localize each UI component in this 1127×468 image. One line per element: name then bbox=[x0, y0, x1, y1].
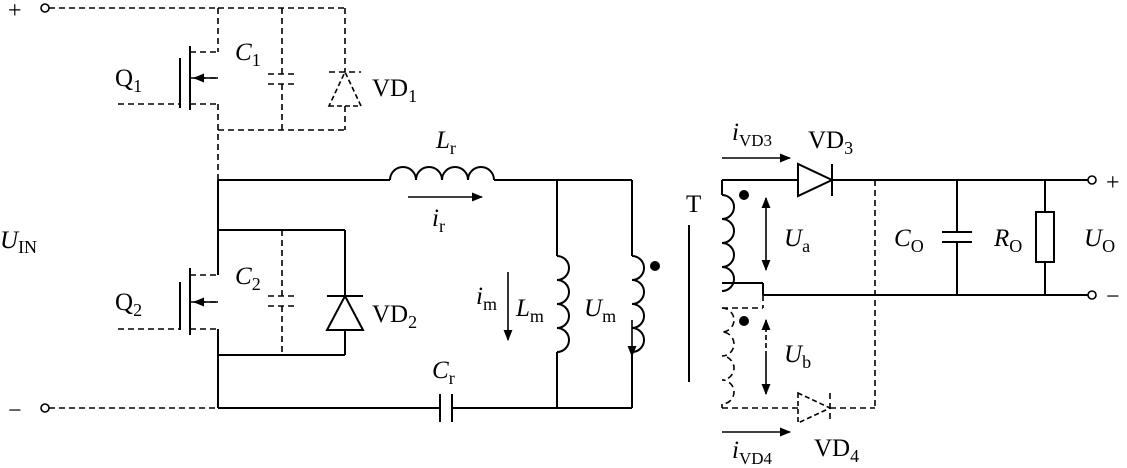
inductor-lm bbox=[556, 180, 570, 408]
label-ivd4: iVD4 bbox=[732, 437, 773, 468]
capacitor-c1 bbox=[218, 7, 345, 131]
input-negative-terminal bbox=[40, 403, 218, 413]
label-ub: Ub bbox=[784, 341, 811, 372]
label-q2: Q2 bbox=[115, 289, 142, 320]
label-uo: UO bbox=[1084, 225, 1115, 256]
label-ir: ir bbox=[432, 205, 445, 236]
inductor-lr bbox=[389, 166, 495, 181]
label-minus-in: − bbox=[8, 398, 22, 424]
label-vd3: VD3 bbox=[808, 127, 853, 158]
label-ivd3: iVD3 bbox=[732, 119, 772, 150]
label-minus-out: − bbox=[1106, 284, 1120, 310]
diode-vd1 bbox=[327, 8, 363, 130]
mosfet-q2 bbox=[118, 180, 219, 408]
transformer-primary bbox=[631, 180, 660, 408]
label-c2: C2 bbox=[235, 263, 261, 294]
label-cr: Cr bbox=[432, 357, 455, 388]
transformer-secondary-b bbox=[721, 295, 764, 408]
transformer-secondary-a bbox=[721, 180, 764, 295]
diode-vd4 bbox=[797, 391, 832, 425]
capacitor-co bbox=[942, 180, 972, 295]
label-plus-in: + bbox=[8, 0, 22, 24]
mosfet-q1 bbox=[118, 8, 219, 180]
label-t: T bbox=[686, 191, 701, 218]
label-c1: C1 bbox=[235, 39, 261, 70]
output-terminals bbox=[1087, 175, 1097, 300]
label-uin: UIN bbox=[0, 227, 37, 257]
label-vd4: VD4 bbox=[814, 435, 859, 466]
label-vd1: VD1 bbox=[372, 75, 417, 106]
diode-vd2 bbox=[325, 230, 365, 355]
label-vd2: VD2 bbox=[372, 301, 417, 332]
input-positive-terminal bbox=[40, 3, 218, 13]
label-lr: Lr bbox=[435, 127, 456, 158]
label-ro: RO bbox=[993, 225, 1022, 256]
label-um: Um bbox=[584, 295, 616, 326]
resistor-ro bbox=[1035, 180, 1055, 295]
label-q1: Q1 bbox=[115, 65, 142, 96]
label-co: CO bbox=[894, 225, 924, 256]
label-plus-out: + bbox=[1106, 170, 1120, 196]
label-ua: Ua bbox=[784, 225, 810, 256]
capacitor-cr bbox=[439, 394, 453, 422]
label-lm: Lm bbox=[515, 295, 544, 326]
capacitor-c2 bbox=[218, 229, 345, 356]
diode-vd3 bbox=[797, 162, 835, 198]
label-im: im bbox=[476, 283, 497, 314]
